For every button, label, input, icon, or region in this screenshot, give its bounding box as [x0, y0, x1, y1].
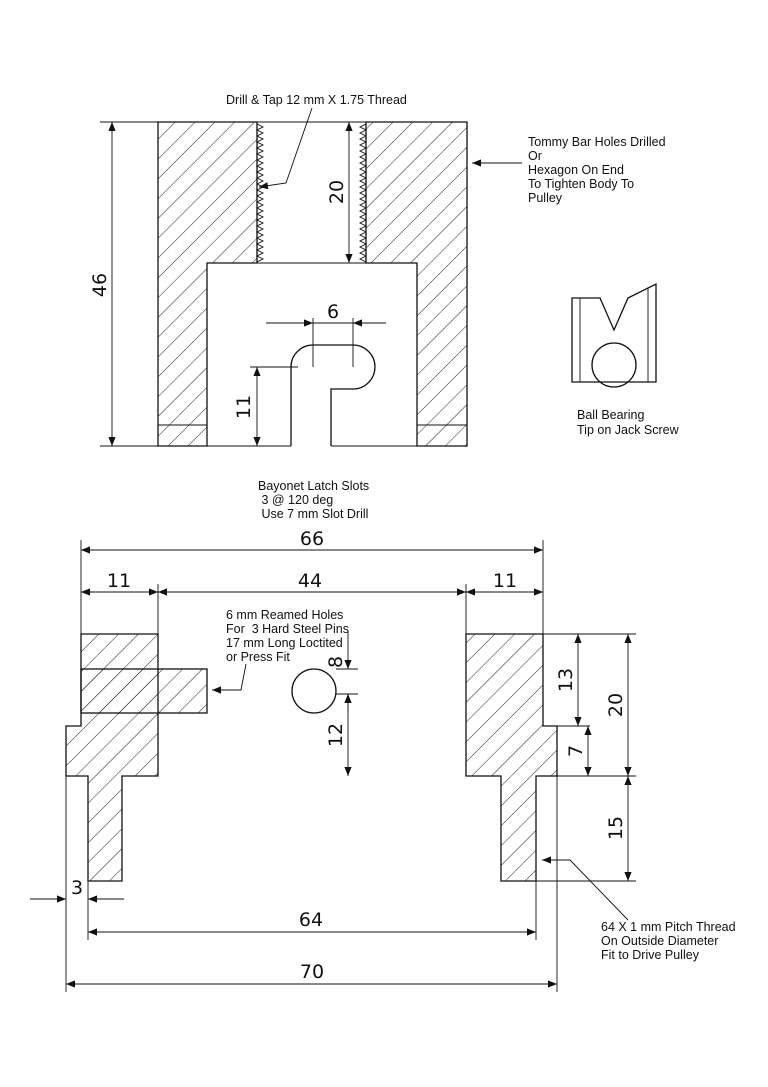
thread-right — [358, 123, 368, 263]
tommy-note-line-2: Or — [528, 149, 542, 163]
dim-46: 46 — [89, 273, 111, 297]
bayonet-note: Bayonet Latch Slots 3 @ 120 deg Use 7 mm… — [258, 479, 369, 521]
dim-3: 3 — [71, 877, 83, 899]
pins-note-line-3: 17 mm Long Loctited — [226, 636, 343, 650]
thread-left — [255, 123, 265, 263]
dim-20-flange: 20 — [605, 693, 627, 717]
thread-fit-line-1: 64 X 1 mm Pitch Thread — [601, 920, 736, 934]
tommy-note-line-1: Tommy Bar Holes Drilled — [528, 135, 666, 149]
dim-8: 8 — [325, 656, 347, 668]
bayonet-line-2: 3 @ 120 deg — [258, 493, 333, 507]
tommy-note-line-5: Pulley — [528, 191, 563, 205]
dim-11-slot: 11 — [233, 395, 255, 419]
section-view: 66 11 44 11 8 12 6 mm Reamed Holes For 3… — [30, 528, 736, 992]
ball-bearing-line-2: Tip on Jack Screw — [577, 423, 680, 437]
bayonet-slot — [290, 344, 376, 446]
thread-note: Drill & Tap 12 mm X 1.75 Thread — [226, 93, 407, 107]
dim-6-slot: 6 — [327, 301, 339, 323]
tommy-note-line-4: To Tighten Body To — [528, 177, 634, 191]
dim-13: 13 — [555, 668, 577, 692]
dim-64: 64 — [299, 909, 323, 931]
pins-note-line-4: or Press Fit — [226, 650, 290, 664]
reamed-hole — [291, 668, 337, 714]
body-right-wall — [365, 121, 468, 447]
dim-11-left: 11 — [107, 570, 131, 592]
thread-fit-line-2: On Outside Diameter — [601, 934, 718, 948]
dim-44: 44 — [298, 570, 322, 592]
bayonet-line-1: Bayonet Latch Slots — [258, 479, 369, 493]
dim-15: 15 — [605, 816, 627, 840]
pin — [80, 668, 208, 714]
dim-70: 70 — [300, 961, 324, 983]
tommy-bar-note: Tommy Bar Holes Drilled Or Hexagon On En… — [472, 135, 666, 205]
section-right-profile — [465, 633, 558, 882]
tommy-note-line-3: Hexagon On End — [528, 163, 624, 177]
pins-note-line-1: 6 mm Reamed Holes — [226, 608, 343, 622]
dim-20: 20 — [326, 180, 348, 204]
dim-11-right: 11 — [493, 570, 517, 592]
dim-12: 12 — [325, 723, 347, 747]
bayonet-line-3: Use 7 mm Slot Drill — [258, 507, 368, 521]
top-view: 46 20 6 11 Drill & Tap 12 mm X 1.75 Thre… — [89, 93, 468, 447]
thread-fit-line-3: Fit to Drive Pulley — [601, 948, 700, 962]
dim-7: 7 — [565, 745, 587, 757]
ball-bearing-line-1: Ball Bearing — [577, 408, 644, 422]
dim-66: 66 — [300, 528, 324, 550]
ball-bearing-tip: Ball Bearing Tip on Jack Screw — [571, 282, 680, 437]
pins-note-line-2: For 3 Hard Steel Pins — [226, 622, 349, 636]
